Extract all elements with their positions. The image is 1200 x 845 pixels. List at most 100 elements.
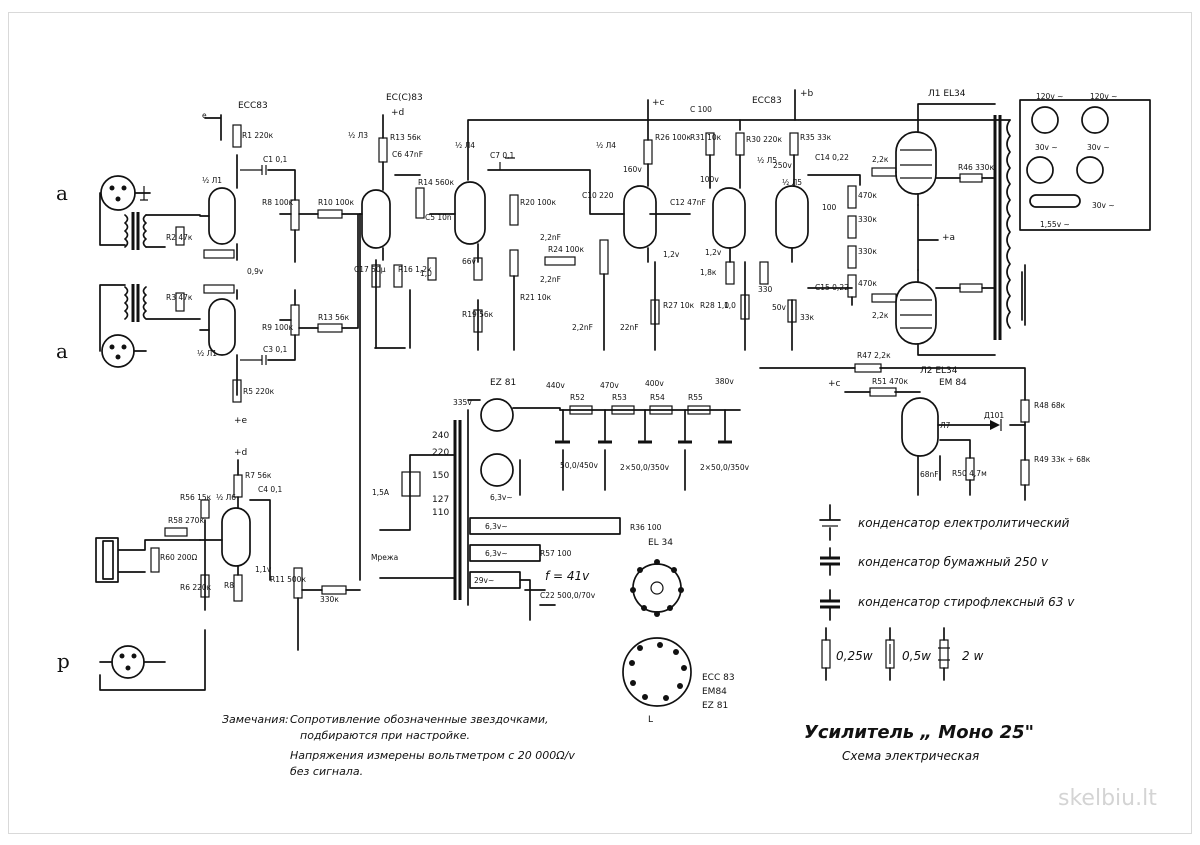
- output-grid-network: C14 0,22 470к 330к 100 330к 470к C15 0,2…: [807, 153, 897, 320]
- r31-label: R31 10к: [690, 133, 722, 142]
- tube-v3-part: ½ Л4: [455, 141, 475, 150]
- c4-label: C4 0,1: [258, 485, 283, 494]
- r11-label: R11 500к: [270, 575, 306, 584]
- r54-label: R54: [650, 393, 665, 402]
- fuse-voltage: f = 41v: [545, 569, 590, 583]
- legend-paper: конденсатор бумажный 250 v: [858, 555, 1049, 569]
- tap-5: 110: [432, 508, 449, 518]
- tube-v3: ½ Л4 66v R19 56к 1,0 C5 10n: [420, 119, 1011, 351]
- supply-e: e: [202, 111, 207, 120]
- r48-label: R48 68к: [1034, 401, 1066, 410]
- notes-line1: Сопротивление обозначенные звездочками,: [290, 713, 549, 726]
- fuse-label: 1,5A: [372, 488, 390, 497]
- connector-label-2: a: [56, 339, 68, 363]
- c12-label: C12 47nF: [670, 198, 706, 207]
- c3-label: C3 0,1: [263, 345, 288, 354]
- c21-label: 68nF: [920, 470, 939, 479]
- r47-label: R47 2,2к: [857, 351, 891, 360]
- c7-label: C7 0,1: [490, 151, 515, 160]
- r28-label: R28 1,0: [700, 301, 729, 310]
- el34-label: EL 34: [648, 538, 673, 548]
- title-sub: Схема электрическая: [842, 749, 979, 763]
- r49-label: R49 33к ÷ 68к: [1034, 455, 1091, 464]
- tube-v2-part: ½ Л3: [348, 131, 368, 140]
- r27-label: R27 10к: [663, 301, 695, 310]
- rect-heater: 6,3v~: [490, 493, 513, 502]
- r32-label: 1,8к: [700, 268, 717, 277]
- c18-label: 2×50,0/350v: [620, 463, 670, 472]
- supply-plus-d-low: +d: [234, 448, 247, 458]
- c5-label: C5 10n: [425, 213, 452, 222]
- r46-label: R46 330к: [958, 163, 994, 172]
- r35-label: R35 33к: [800, 133, 832, 142]
- tube-v5-name: ECC83: [752, 96, 782, 106]
- mains-label: Mрежа: [371, 553, 398, 562]
- r19-label: R19 56к: [462, 310, 494, 319]
- c14-label: C14 0,22: [815, 153, 849, 162]
- tube-v4-part: ½ Л4: [596, 141, 616, 150]
- tube-v1a-part: ½ Л1: [202, 176, 222, 185]
- v-11: 1,1v: [255, 565, 272, 574]
- r50-label: R50 4,7м: [952, 469, 987, 478]
- legend: конденсатор електролитический конденсато…: [819, 504, 1075, 681]
- r21-label: R21 10к: [520, 293, 552, 302]
- sec-s2: 120v ~: [1090, 92, 1117, 101]
- input-connector-1: a: [56, 175, 151, 246]
- r51-label: R51 470к: [872, 377, 908, 386]
- r33-label: 1,0: [724, 301, 736, 310]
- r43-label: 2,2к: [872, 155, 889, 164]
- power-supply: 1,5A Mрежа 240 220 150 127 110 6,3v~ 6,3…: [359, 213, 750, 621]
- tube-v5-part: ½ Л5: [757, 156, 777, 165]
- socket-el34: EL 34: [630, 538, 684, 617]
- tap-3: 150: [432, 471, 449, 481]
- rect-volt: 335v: [453, 398, 472, 407]
- c1-label: C1 0,1: [263, 155, 288, 164]
- notes-line4: без сигнала.: [290, 765, 363, 778]
- legend-styroflex: конденсатор стирофлексный 63 v: [858, 595, 1075, 609]
- r39-label: 470к: [858, 191, 877, 200]
- tube-v4: ½ Л4 +c R26 100к 160v 1,2v R27 10к C12 4…: [596, 98, 706, 351]
- sec-s5: 30v ~: [1092, 201, 1115, 210]
- c15-label: C15 0,22: [815, 283, 849, 292]
- tube-v2: EC(C)83 +d ½ Л3 R13 56к C17 50μ R16 1,2к…: [348, 93, 454, 349]
- r13-label-mirror: R13 56к: [318, 313, 350, 322]
- c19-label: 2×50,0/350v: [700, 463, 750, 472]
- v-440: 440v: [546, 381, 565, 390]
- v4-volt-12: 1,2v: [663, 250, 680, 259]
- c11-label: 2,2nF: [572, 323, 593, 332]
- input-connector-2: a R3 47к: [56, 284, 201, 368]
- heater-29: 29v~: [474, 576, 494, 585]
- r60-label: R60 200Ω: [160, 553, 197, 562]
- r52-label: R52: [570, 393, 585, 402]
- r40-label: 330к: [858, 215, 877, 224]
- r30-label: R30 220к: [746, 135, 782, 144]
- pot-r8: R8 100к: [262, 169, 300, 263]
- tap-2: 220: [432, 448, 449, 458]
- tube-v1a-name: ECC83: [238, 101, 268, 111]
- r9-label: R9 100к: [262, 323, 294, 332]
- socket-ez81: EZ 81: [702, 701, 728, 711]
- c8-label: 2,2nF: [540, 233, 561, 242]
- r6-label: R6 220к: [180, 583, 212, 592]
- supply-plus-b: +b: [800, 89, 814, 99]
- r42-label: 470к: [858, 279, 877, 288]
- r16-label: R16 1,2к: [398, 265, 432, 274]
- r17-label: 1,0: [420, 269, 432, 278]
- pot-r9: R9 100к: [262, 289, 300, 361]
- power-tube-b: Л2 EL34: [895, 269, 996, 376]
- v-380: 380v: [715, 377, 734, 386]
- v5-volt-12: 1,2v: [705, 248, 722, 257]
- c9-label: 2,2nF: [540, 275, 561, 284]
- r36-label: R36 100: [630, 523, 662, 532]
- r45-label: 100: [822, 203, 837, 212]
- supply-plus-d: +d: [391, 108, 404, 118]
- supply-plus-e: +e: [234, 416, 248, 426]
- r7-label: R7 56к: [245, 471, 272, 480]
- mic-preamp: +d R7 56к ½ Л6 C4 0,1 R11 500к 330к 1,1v…: [95, 448, 361, 691]
- legend-r025: 0,25w: [836, 649, 873, 663]
- socket-noval: L ECC 83 EM84 EZ 81: [622, 637, 735, 725]
- r56-label: R56 15к: [180, 493, 212, 502]
- r58-label: R58 270к: [168, 516, 204, 525]
- c100-label: C 100: [690, 105, 712, 114]
